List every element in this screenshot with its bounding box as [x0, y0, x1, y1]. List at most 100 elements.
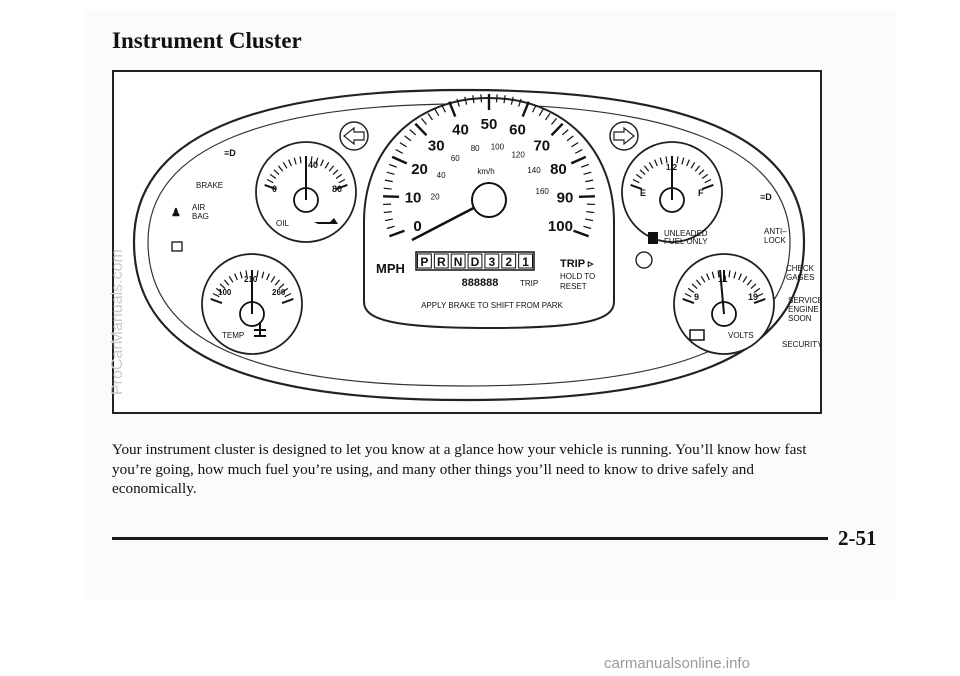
- oil-gage-max: 80: [332, 184, 342, 194]
- watermark-bottom: carmanualsonline.info: [604, 655, 750, 672]
- gage-tick: [281, 287, 289, 293]
- gage-tick: [632, 178, 640, 184]
- speedometer-tick: [561, 129, 569, 136]
- odometer-readout: 888888: [462, 277, 499, 289]
- gage-tick: [711, 271, 715, 279]
- gage-tick: [328, 165, 335, 172]
- gage-tick: [681, 157, 685, 165]
- gage-tick: [266, 273, 270, 281]
- left-indicator-panel: ≡D BRAKE ♟ AIR BAG: [171, 148, 236, 252]
- speedometer-tick: [503, 95, 506, 104]
- gage-tick: [293, 157, 297, 165]
- speedometer-tick: [583, 171, 592, 175]
- speedometer-tick: [409, 129, 417, 136]
- temp-gage-max: 260: [272, 288, 286, 297]
- gear-letter: P: [420, 255, 428, 269]
- speedometer-tick: [464, 96, 468, 105]
- trip-hint-line1: HOLD TO: [560, 272, 595, 281]
- gage-tick: [215, 287, 223, 293]
- gage-tick: [324, 162, 330, 169]
- gage-tick: [269, 173, 277, 179]
- gage-tick: [746, 279, 753, 286]
- check-gages-light-line2: GAGES: [786, 273, 814, 282]
- speedometer-tick: [551, 117, 558, 125]
- speedometer-tick: [404, 135, 412, 142]
- speedometer-tick-marks: [383, 94, 595, 238]
- gage-tick: [315, 157, 319, 165]
- fuel-gage-empty: E: [640, 188, 646, 198]
- speedometer-tick: [566, 135, 574, 142]
- temp-gage-min: 100: [218, 288, 232, 297]
- gage-tick: [270, 276, 276, 283]
- gage-tick: [277, 165, 284, 172]
- gear-letter: N: [454, 255, 463, 269]
- coolant-temp-icon: [254, 322, 266, 337]
- gage-tick: [273, 169, 280, 176]
- gear-cell: [450, 253, 466, 269]
- speedometer-tick: [383, 211, 392, 214]
- oil-gage: 0 40 80 OIL: [255, 141, 357, 243]
- oil-can-icon: [314, 218, 338, 224]
- gage-tick: [245, 270, 248, 278]
- volts-gage-mid: 11: [718, 274, 728, 284]
- kmh-tick-label: 160: [536, 187, 550, 196]
- gage-tick: [630, 184, 643, 190]
- anti-lock-light-line1: ANTI–: [764, 227, 787, 236]
- speedometer-tick: [573, 229, 590, 238]
- gear-cell: [417, 253, 432, 269]
- speedometer-tick: [414, 122, 428, 137]
- page-title: Instrument Cluster: [112, 28, 302, 53]
- gage-tick: [335, 173, 343, 179]
- speedometer-tick: [388, 163, 397, 168]
- speedometer-hub: [471, 182, 507, 218]
- gage-tick: [234, 273, 238, 281]
- trip-button[interactable]: TRIP ▹: [560, 258, 594, 270]
- speedometer-tick: [521, 101, 530, 118]
- gage-tick: [210, 298, 223, 304]
- mph-tick-label: 0: [413, 218, 421, 235]
- gage-tick: [687, 287, 695, 293]
- gage-tick: [274, 279, 281, 286]
- speedometer-tick: [538, 108, 544, 117]
- fuel-gage-full: F: [698, 188, 704, 198]
- kmh-unit-label: km/h: [477, 167, 494, 176]
- speedometer-tick: [570, 155, 587, 165]
- speedometer-tick: [391, 155, 408, 165]
- gage-tick: [223, 279, 230, 286]
- gage-tick: [278, 283, 285, 290]
- speedometer-tick: [586, 211, 595, 214]
- gage-tick: [700, 276, 706, 283]
- service-engine-light-line1: SERVICE: [788, 296, 820, 305]
- gage-tick: [756, 292, 764, 298]
- speedometer-tick: [386, 225, 395, 230]
- speedometer-tick: [583, 225, 592, 230]
- gage-tick: [704, 178, 712, 184]
- brake-shift-notice: APPLY BRAKE TO SHIFT FROM PARK: [421, 301, 563, 310]
- gage-tick: [665, 156, 668, 164]
- gear-cell: [467, 253, 483, 269]
- volts-gage-min: 9: [694, 292, 699, 302]
- voltmeter-gage: 9 11 19 VOLTS: [673, 253, 775, 355]
- gage-tick: [219, 283, 226, 290]
- mph-tick-label: 50: [481, 116, 498, 133]
- cluster-housing-inner: [147, 103, 791, 387]
- gage-tick: [648, 162, 654, 169]
- gage-tick: [738, 273, 742, 281]
- speedometer-tick: [434, 108, 440, 117]
- speedometer-tick: [388, 229, 405, 238]
- speedometer-tick: [441, 104, 446, 113]
- gear-letter: D: [471, 255, 480, 269]
- gage-tick: [299, 156, 302, 164]
- gage-tick: [288, 159, 292, 167]
- oil-gage-mid: 40: [308, 160, 318, 170]
- gage-tick: [750, 283, 757, 290]
- kmh-tick-label: 40: [437, 171, 446, 180]
- gage-tick: [256, 270, 259, 278]
- gage-tick: [706, 273, 710, 281]
- right-turn-signal-icon: [609, 121, 639, 151]
- speedometer-tick: [495, 94, 498, 103]
- kmh-tick-label: 80: [471, 144, 480, 153]
- gear-cell: [501, 253, 517, 269]
